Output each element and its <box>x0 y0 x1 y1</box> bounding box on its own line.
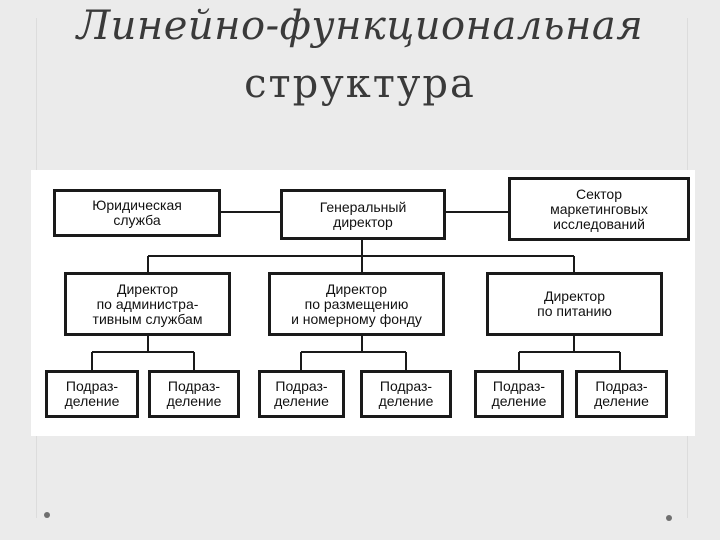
node-subdivision-admin-1: Подраз- деление <box>45 370 139 418</box>
node-marketing-sector-line-3: исследований <box>553 215 645 232</box>
node-director-admin-line-2: по администра- <box>96 295 199 312</box>
node-director-admin: Директор по администра- тивным службам <box>64 272 231 336</box>
org-chart: Юридическая служба Генеральный директор … <box>31 170 695 436</box>
node-subdivision-admin-1-line-2: деление <box>64 393 120 409</box>
node-director-food-line-1: Директор <box>544 288 605 304</box>
node-subdivision-admin-2: Подраз- деление <box>148 370 240 418</box>
node-marketing-sector-line-2: маркетинговых <box>550 200 648 217</box>
node-legal-service: Юридическая служба <box>53 189 221 237</box>
node-director-rooms-line-3: и номерному фонду <box>291 310 422 327</box>
slide-title-line-2: структура <box>244 61 476 107</box>
node-director-rooms-line-2: по размещению <box>304 295 409 312</box>
node-subdivision-rooms-1-line-2: деление <box>274 393 329 409</box>
node-director-rooms-line-1: Директор <box>326 280 387 297</box>
decorative-dot-right <box>666 515 672 521</box>
node-subdivision-rooms-1: Подраз- деление <box>258 370 345 418</box>
node-subdivision-food-2: Подраз- деление <box>575 370 668 418</box>
node-subdivision-rooms-2-line-1: Подраз- <box>379 378 433 394</box>
node-subdivision-food-1-line-1: Подраз- <box>492 378 546 394</box>
node-subdivision-food-2-line-2: деление <box>594 393 649 409</box>
node-general-director-line-1: Генеральный <box>319 198 407 215</box>
node-general-director: Генеральный директор <box>280 189 446 240</box>
node-subdivision-food-1: Подраз- деление <box>474 370 564 418</box>
connector-lines <box>91 211 621 370</box>
node-director-admin-line-1: Директор <box>117 280 178 297</box>
slide-title-line-1: Линейно-функциональная <box>76 3 644 49</box>
node-subdivision-admin-2-line-2: деление <box>166 393 222 409</box>
decorative-dot-left <box>44 512 50 518</box>
node-general-director-line-2: директор <box>333 213 393 230</box>
node-subdivision-admin-2-line-1: Подраз- <box>167 378 221 394</box>
node-subdivision-rooms-2: Подраз- деление <box>360 370 452 418</box>
node-legal-service-line-2: служба <box>113 212 161 228</box>
node-director-food: Директор по питанию <box>486 272 663 336</box>
node-director-rooms: Директор по размещению и номерному фонду <box>268 272 445 336</box>
node-marketing-sector-line-1: Сектор <box>575 185 622 202</box>
node-subdivision-food-1-line-2: деление <box>491 393 547 409</box>
node-subdivision-rooms-1-line-1: Подраз- <box>275 378 328 394</box>
node-director-admin-line-3: тивным службам <box>92 310 203 327</box>
node-subdivision-food-2-line-1: Подраз- <box>595 378 648 394</box>
node-subdivision-rooms-2-line-2: деление <box>378 393 434 409</box>
node-legal-service-line-1: Юридическая <box>92 197 182 213</box>
node-director-food-line-2: по питанию <box>537 303 612 319</box>
node-subdivision-admin-1-line-1: Подраз- <box>65 378 119 394</box>
node-marketing-sector: Сектор маркетинговых исследований <box>508 177 690 241</box>
